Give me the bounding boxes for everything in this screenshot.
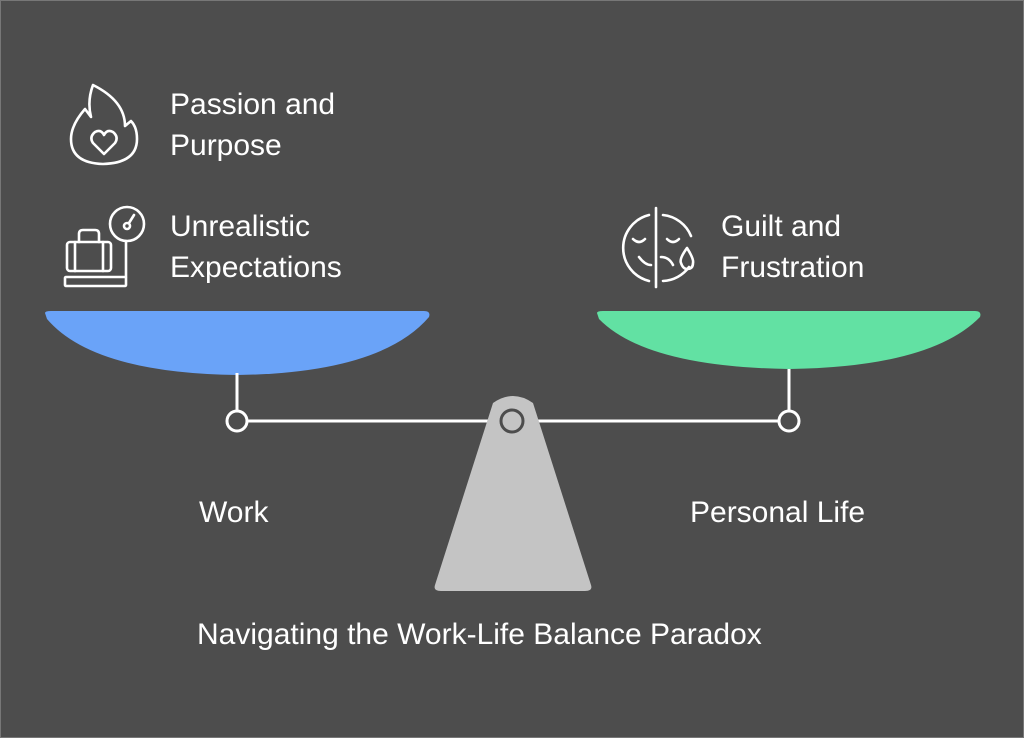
work-joint [225,409,249,433]
unrealistic-expectations-label: Unrealistic Expectations [170,206,342,288]
flame-heart-icon [69,83,139,166]
diagram-title: Navigating the Work-Life Balance Paradox [197,618,762,651]
label-line: Guilt and [721,210,842,243]
personal-joint [777,409,801,433]
label-line: Purpose [170,129,282,162]
work-pan [45,311,430,375]
work-label: Work [199,496,269,529]
label-line: Passion and [170,88,336,121]
label-line: Expectations [170,251,342,284]
label-line: Frustration [721,251,865,284]
sad-face-tear-icon [621,206,695,289]
personal-life-pan [597,311,981,369]
guilt-frustration-label: Guilt and Frustration [721,206,864,288]
luggage-scale-icon [63,205,146,288]
fulcrum [434,396,592,591]
pivot [499,408,525,434]
passion-purpose-label: Passion and Purpose [170,84,335,166]
personal-life-label: Personal Life [690,496,866,529]
label-line: Unrealistic [170,210,311,243]
